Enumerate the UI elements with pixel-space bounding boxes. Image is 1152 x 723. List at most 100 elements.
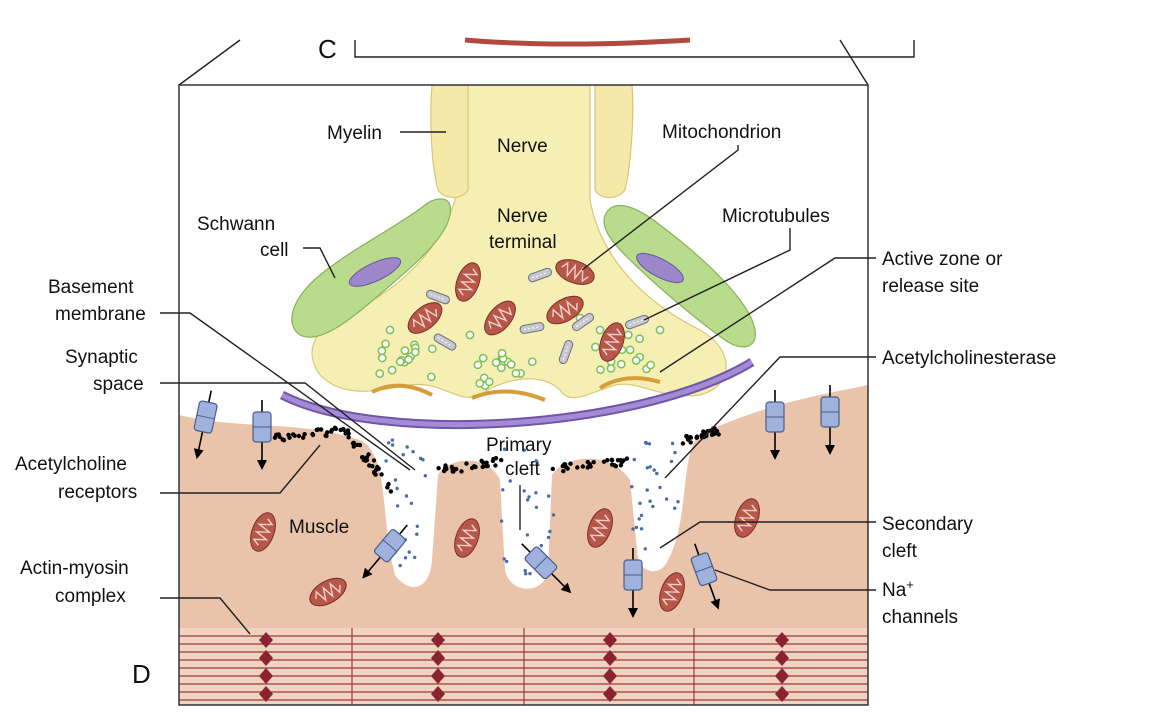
receptor-dot [379, 472, 384, 477]
receptor-dot [449, 464, 455, 470]
acetylcholine-dot [534, 505, 539, 509]
receptor-dot [367, 463, 372, 468]
mitochondrion-cristae [561, 261, 589, 283]
receptor-dot [310, 431, 315, 437]
receptor-dot [333, 426, 339, 432]
microtubule-stripe [562, 344, 570, 360]
vesicle [496, 363, 506, 373]
acetylcholine-dot [504, 559, 509, 564]
mitochondrion-cristae [457, 268, 479, 296]
acetylcholine-dot [387, 441, 391, 445]
vesicle [404, 355, 413, 364]
mitochondrion [309, 577, 347, 607]
receptor-dot [585, 459, 590, 465]
acetylcholine-dot [398, 563, 402, 568]
mitochondrion-cristae [589, 514, 611, 542]
acetylcholine-dot [502, 557, 506, 561]
acetylcholine-dot [415, 524, 419, 528]
vesicle [631, 356, 641, 365]
receptor-dot [561, 462, 567, 467]
acetylcholine-dot [664, 497, 669, 501]
vesicle [655, 325, 665, 335]
mitochondrion [659, 572, 685, 612]
label-primary-cleft-2: cleft [505, 459, 541, 480]
receptor-dot [473, 464, 478, 470]
acetylcholine-dot [390, 443, 395, 447]
acetylcholine-dot [524, 572, 528, 576]
acetylcholine-dot [499, 519, 504, 523]
acetylcholine-dot [502, 447, 507, 451]
label-primary-cleft-1: Primary [486, 435, 552, 456]
z-disc [259, 632, 273, 648]
na-channel [521, 543, 572, 594]
acetylcholine-dot [673, 450, 677, 455]
mitochondrion-cristae [315, 581, 341, 603]
z-disc [431, 686, 445, 702]
acetylcholine-dot [395, 486, 399, 491]
acetylcholine-dot [501, 488, 505, 492]
acetylcholine-dot [527, 495, 531, 499]
vesicle [395, 357, 405, 367]
z-disc [431, 650, 445, 666]
channel-arrow [628, 608, 638, 618]
acetylcholine-dot [658, 485, 662, 490]
microtubule-stripe [576, 317, 590, 327]
acetylcholine-dot [393, 478, 398, 482]
microtubule-stripe [532, 271, 548, 279]
receptor-dot [329, 429, 334, 434]
acetylcholine-dot [632, 457, 636, 462]
na-channel [690, 543, 720, 610]
acetylcholine-dot [404, 494, 409, 498]
label-acetylcholinesterase: Acetylcholinesterase [882, 348, 1056, 369]
vesicle [596, 365, 605, 375]
mitochondrion-cristae [601, 328, 623, 356]
receptor-dot [464, 461, 469, 466]
acetylcholine-dot [411, 450, 415, 454]
z-disc [775, 650, 789, 666]
acetylcholine-dot [522, 489, 526, 493]
mitochondrion [599, 322, 625, 362]
acetylcholine-dot [673, 506, 677, 510]
channel-arrow [770, 450, 780, 460]
vesicle [616, 359, 626, 369]
active-zones [371, 376, 661, 402]
mitochondrion [407, 302, 443, 334]
acetylcholine-dot [525, 533, 530, 537]
panel-letter-c: C [318, 34, 337, 64]
myelin-left [430, 85, 469, 199]
label-secondary-cleft-2: cleft [882, 541, 918, 562]
schwann-nucleus-left [348, 257, 402, 287]
receptor-dot [351, 440, 356, 445]
acetylcholine-dot [535, 461, 539, 465]
vesicle [427, 344, 437, 354]
vesicle [484, 377, 494, 387]
receptor-dot [451, 469, 456, 474]
actin-myosin-filaments [179, 628, 868, 705]
microtubule [433, 333, 457, 351]
receptor-dot [618, 463, 624, 468]
receptor-dot [618, 458, 623, 463]
label-mitochondrion: Mitochondrion [662, 122, 781, 143]
microtubules [425, 267, 650, 365]
vesicle [400, 346, 410, 355]
mitochondrion-cristae [661, 578, 683, 606]
vesicle [377, 346, 387, 356]
label-ach-receptors-2: receptors [58, 482, 137, 503]
label-nerve-terminal-1: Nerve [497, 206, 548, 227]
receptor-dot [444, 466, 449, 472]
label-basement-2: membrane [55, 304, 146, 325]
acetylcholine-dot [403, 556, 408, 560]
mitochondrion [455, 262, 481, 302]
mitochondrion [546, 295, 584, 325]
receptor-dot [484, 460, 489, 465]
z-disc [603, 686, 617, 702]
acetylcholine-dot [638, 501, 642, 505]
mitochondrion [454, 518, 480, 558]
label-ach-receptors-1: Acetylcholine [15, 454, 127, 475]
vesicle [635, 334, 644, 344]
mitochondrion [250, 512, 276, 552]
acetylcholine-dot [548, 529, 552, 534]
vesicle [623, 330, 633, 340]
acetylcholine-dot [405, 445, 409, 449]
